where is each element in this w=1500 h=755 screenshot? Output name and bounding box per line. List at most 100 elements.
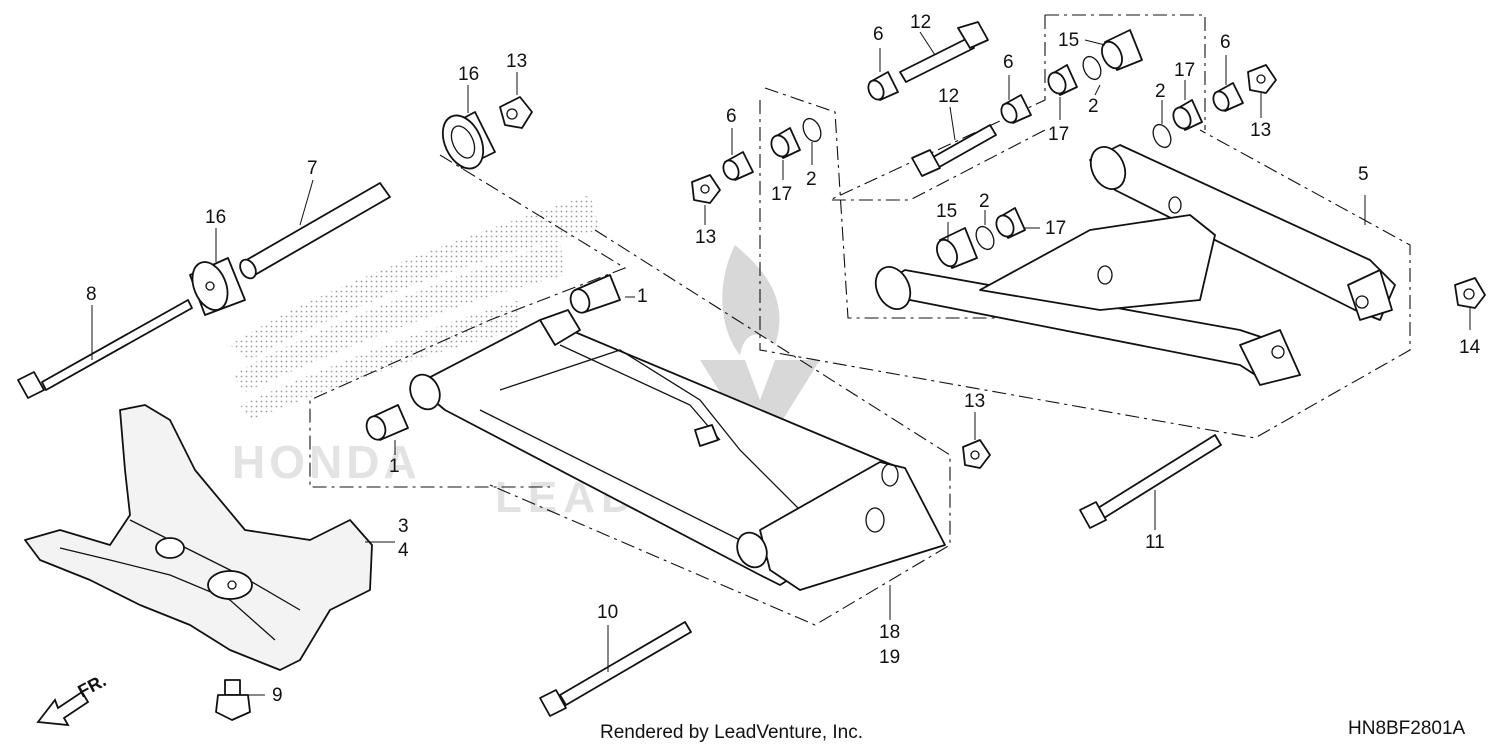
skid-plate-crease-1 — [59, 547, 276, 641]
part-bushing-1-lower — [365, 404, 409, 441]
callout-19: 19 — [879, 647, 900, 668]
watermark-v-icon — [700, 360, 820, 440]
background-logo: HONDA — [230, 195, 600, 488]
part-bushing-1-upper — [569, 274, 621, 314]
part-bushing-17c — [995, 207, 1026, 239]
callout-17c: 17 — [1045, 218, 1066, 239]
bushing-15a-face — [1101, 40, 1123, 70]
part-bolt-8 — [17, 299, 193, 399]
bushing-17c-face — [995, 214, 1015, 238]
callout-1a: 1 — [637, 286, 648, 307]
callout-6c: 6 — [1003, 52, 1014, 73]
tube-7-end — [239, 258, 257, 280]
footer-credit: Rendered by LeadVenture, Inc. — [600, 722, 863, 743]
swingarm-rib-3 — [479, 409, 761, 551]
arm-5-ball-joint — [1239, 329, 1301, 386]
callout-16a: 16 — [458, 64, 479, 85]
callout-12b: 12 — [938, 86, 959, 107]
arm-5-gusset-hole — [1097, 265, 1113, 285]
callout-17d: 17 — [1174, 60, 1195, 81]
skid-plate-boss-2 — [155, 537, 185, 559]
seal-16-inner — [450, 125, 476, 159]
part-arm-5 — [874, 144, 1396, 386]
part-spacer-16-left — [189, 257, 246, 316]
part-bushing-15a — [1101, 29, 1143, 71]
callout-13b: 13 — [964, 391, 985, 412]
bushing-1-lower-face — [365, 415, 387, 441]
part-swingarm — [409, 309, 946, 591]
bushing-17b-face — [1047, 71, 1067, 95]
bolt-12-mid-head — [911, 149, 941, 177]
bolt-11-head — [1079, 501, 1107, 529]
callout-17b: 17 — [1048, 124, 1069, 145]
bolt-9-shank — [224, 679, 241, 696]
figure-code: HN8BF2801A — [1348, 718, 1466, 739]
logo-wing-stripe-2 — [232, 240, 565, 392]
callout-2b: 2 — [806, 169, 817, 190]
front-direction-marker: FR. — [36, 670, 109, 727]
skid-plate-crease-2 — [129, 519, 301, 611]
callout-17a: 17 — [771, 184, 792, 205]
callout-4: 4 — [398, 540, 409, 561]
callout-2d: 2 — [1155, 81, 1166, 102]
swingarm-knuckle-bore-2 — [881, 463, 899, 487]
part-nut-13a — [499, 96, 533, 129]
ring-2d — [1152, 123, 1172, 149]
arm-5-gusset — [979, 214, 1216, 311]
spacer-16-face — [191, 261, 229, 311]
frame-bushing-inner — [829, 15, 1046, 201]
nut-14-hole — [1463, 288, 1475, 300]
callout-13c: 13 — [695, 227, 716, 248]
frame-inner-arm — [764, 87, 1000, 319]
skid-plate-hole — [227, 580, 237, 590]
callout-16b: 16 — [205, 207, 226, 228]
callout-6d: 6 — [1220, 32, 1231, 53]
spacer-16-hole — [205, 281, 215, 291]
bolt-9-head — [215, 694, 251, 721]
part-bushing-15b — [936, 227, 978, 269]
callout-13a: 13 — [506, 51, 527, 72]
part-collar-6c — [1000, 94, 1032, 124]
bolt-11-shaft — [1097, 434, 1222, 519]
bushing-15b-face — [936, 238, 958, 268]
swingarm-knuckle-hole — [865, 507, 885, 533]
collar-6a-face — [867, 79, 885, 101]
nut-13c-hole — [700, 184, 710, 194]
leader-lines — [91, 31, 1471, 696]
ring-2c — [975, 225, 995, 251]
callout-2a: 2 — [1088, 96, 1099, 117]
callout-8: 8 — [86, 284, 97, 305]
arm-5-end-hole — [1355, 295, 1369, 309]
arm-5-gusset-hole-2 — [1168, 196, 1182, 214]
part-skid-plate — [24, 404, 373, 671]
bushing-17d-face — [1172, 106, 1192, 130]
skid-plate-body — [24, 404, 373, 671]
collar-6c-face — [1000, 102, 1018, 124]
nut-13c-body — [691, 174, 721, 204]
front-arrow-icon — [36, 690, 90, 727]
swingarm-rib-1 — [499, 349, 801, 511]
nut-13a-body — [499, 96, 533, 129]
frame-swingarm — [489, 229, 951, 626]
part-collar-6d — [1212, 82, 1244, 112]
nut-13d-body — [1247, 64, 1277, 94]
callout-15b: 15 — [936, 201, 957, 222]
callout-15a: 15 — [1058, 30, 1079, 51]
collar-6b-face — [722, 159, 740, 181]
swingarm-knuckle — [759, 461, 946, 591]
bushing-17a-face — [770, 134, 790, 158]
part-nut-14 — [1454, 277, 1486, 309]
part-rings-2 — [802, 55, 1172, 251]
part-tube-7 — [239, 182, 391, 280]
callout-2c: 2 — [979, 191, 990, 212]
frame-rear-left — [309, 154, 627, 488]
part-bolt-10 — [539, 621, 692, 717]
callout-10: 10 — [597, 602, 618, 623]
swingarm-pivot-left — [409, 373, 441, 411]
nut-14-body — [1454, 277, 1486, 309]
part-nut-13b — [962, 439, 991, 469]
bolt-8-head — [17, 371, 45, 399]
ring-2b — [1082, 55, 1102, 81]
